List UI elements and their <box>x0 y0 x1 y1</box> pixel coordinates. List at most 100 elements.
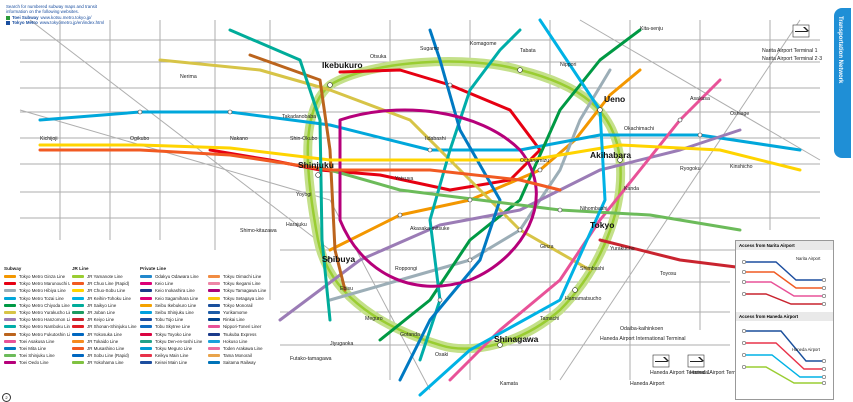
legend-item: JR Keiyo Line <box>72 316 138 323</box>
station-kichijoji[interactable]: Kichijoji <box>40 136 58 142</box>
station-sugamo[interactable]: Sugamo <box>420 46 439 52</box>
legend-item-label: Tokyu Toyoko Line <box>155 331 192 337</box>
station-odaiba[interactable]: Odaiba-kaihinkoen <box>620 326 663 332</box>
legend-item-label: Toei Oedo Line <box>19 360 49 366</box>
line-swatch-icon <box>4 339 16 343</box>
station-ryogoku[interactable]: Ryogoku <box>680 166 701 172</box>
station-yotsuya[interactable]: Yotsuya <box>395 176 413 182</box>
station-shibuya[interactable]: Shibuya <box>322 254 355 264</box>
legend-item-label: Rinkai Line <box>223 317 245 323</box>
station-roppongi[interactable]: Roppongi <box>395 266 417 272</box>
station-tokyo[interactable]: Tokyo <box>590 220 614 230</box>
legend-item-label: Tokyo Monorail <box>223 302 253 308</box>
legend-item-label: Tobu Tojo Line <box>155 317 184 323</box>
haneda-airplane-icon-2[interactable] <box>687 354 705 368</box>
station-jiyugaoka[interactable]: Jiyugaoka <box>330 341 353 347</box>
line-swatch-icon <box>4 303 16 307</box>
station-kitasenju[interactable]: Kita-senju <box>640 26 663 32</box>
legend-item: Hokuso Line <box>208 338 274 345</box>
station-tamachi[interactable]: Tamachi <box>540 316 559 322</box>
legend-item-label: Toei Shinjuku Line <box>19 353 55 359</box>
line-swatch-icon <box>72 275 84 279</box>
header-site-toei[interactable]: Toei Subway www.kotsu.metro.tokyo.jp/ <box>6 15 156 20</box>
station-meguro[interactable]: Meguro <box>365 316 383 322</box>
haneda-t2-label[interactable]: Haneda Airport Terminal 2 <box>690 370 750 376</box>
header-info: Search for numbered subway maps and tran… <box>6 4 156 26</box>
legend-item: Yurikamome <box>208 309 274 316</box>
legend-item: Tokyo Metro Chiyoda Line <box>4 302 70 309</box>
legend-item: JR Yokohama Line <box>72 359 138 366</box>
haneda-airplane-icon[interactable] <box>652 354 670 368</box>
line-swatch-icon <box>72 303 84 307</box>
station-takadanobaba[interactable]: Takadanobaba <box>282 114 316 120</box>
station-ginza[interactable]: Ginza <box>540 244 554 250</box>
line-swatch-icon <box>208 361 220 365</box>
line-swatch-icon <box>140 318 152 322</box>
narita-airport-label-2[interactable]: Narita Airport Terminal 2·3 <box>762 56 822 62</box>
station-haneda[interactable]: Haneda Airport <box>630 381 665 387</box>
station-osaki[interactable]: Osaki <box>435 352 448 358</box>
station-iidabashi[interactable]: Iidabashi <box>425 136 446 142</box>
narita-airport-label[interactable]: Narita Airport Terminal 1 <box>762 48 818 54</box>
station-toyosu[interactable]: Toyosu <box>660 271 677 277</box>
legend-item: Tokyo Metro Tozai Line <box>4 295 70 302</box>
station-kinshicho[interactable]: Kinshicho <box>730 164 753 170</box>
line-swatch-icon <box>208 339 220 343</box>
station-ebisu[interactable]: Ebisu <box>340 286 353 292</box>
oedo-line <box>338 108 538 288</box>
line-swatch-icon <box>140 346 152 350</box>
airport-icons <box>652 24 810 368</box>
station-otsuka[interactable]: Otsuka <box>370 54 387 60</box>
station-futakotamagawa[interactable]: Futako-tamagawa <box>290 356 332 362</box>
station-tabata[interactable]: Tabata <box>520 48 536 54</box>
legend-item: Seibu Ikebukuro Line <box>140 302 206 309</box>
station-shimbashi[interactable]: Shimbashi <box>580 266 604 272</box>
station-ochanomizu[interactable]: Ochanomizu <box>520 158 549 164</box>
station-gotanda[interactable]: Gotanda <box>400 332 420 338</box>
station-nihombashi[interactable]: Nihombashi <box>580 206 607 212</box>
legend-item-label: Tokyo Metro Hibiya Line <box>19 288 66 294</box>
station-nerima[interactable]: Nerima <box>180 74 197 80</box>
station-kamata[interactable]: Kamata <box>500 381 518 387</box>
station-yurakucho[interactable]: Yurakucho <box>610 246 635 252</box>
station-ikebukuro[interactable]: Ikebukuro <box>322 60 363 70</box>
haneda-intl-label[interactable]: Haneda Airport International Terminal <box>600 336 686 342</box>
legend-item-label: JR Musashino Line <box>87 345 125 351</box>
legend-item-label: JR Joban Line <box>87 310 116 316</box>
station-akasakamitsuke[interactable]: Akasaka-mitsuke <box>410 226 450 232</box>
narita-access-title: Access from Narita Airport <box>736 241 833 250</box>
station-hamamatsucho[interactable]: Hamamatsucho <box>565 296 601 302</box>
line-swatch-icon <box>4 361 16 365</box>
station-kanda[interactable]: Kanda <box>624 186 639 192</box>
narita-airport-inset-label: Narita Airport <box>796 256 821 261</box>
mita-line <box>398 28 502 382</box>
station-komagome[interactable]: Komagome <box>470 41 497 47</box>
legend-item-label: JR Chuo Line (Rapid) <box>87 281 130 287</box>
legend-item: JR Keihin-Tohoku Line <box>72 295 138 302</box>
line-swatch-icon <box>140 325 152 329</box>
station-shinjuku[interactable]: Shinjuku <box>298 160 334 170</box>
legend-item: Tokyu Meguro Line <box>140 345 206 352</box>
station-okachimachi[interactable]: Okachimachi <box>624 126 654 132</box>
station-oshiage[interactable]: Oshiage <box>730 111 749 117</box>
haneda-t1-label[interactable]: Haneda Airport Terminal 1 <box>650 370 710 376</box>
station-nakano[interactable]: Nakano <box>230 136 248 142</box>
legend-item-label: Tokyo Metro Chiyoda Line <box>19 302 70 308</box>
station-akihabara[interactable]: Akihabara <box>590 150 631 160</box>
transportation-network-tab[interactable]: Transportation Network <box>834 8 851 158</box>
header-site-metro[interactable]: Tokyo Metro www.tokyometro.jp/en/index.h… <box>6 20 156 25</box>
station-ogikubo[interactable]: Ogikubo <box>130 136 149 142</box>
station-yoyogi[interactable]: Yoyogi <box>296 192 311 198</box>
station-nippori[interactable]: Nippori <box>560 62 576 68</box>
station-shimokitazawa[interactable]: Shimo-kitazawa <box>240 228 277 234</box>
yamanote-line-inner <box>306 60 622 350</box>
station-asakusa[interactable]: Asakusa <box>690 96 710 102</box>
narita-airplane-icon[interactable] <box>792 24 810 38</box>
station-harajuku[interactable]: Harajuku <box>286 222 307 228</box>
station-shinagawa[interactable]: Shinagawa <box>494 334 539 344</box>
legend-item-label: JR Shonan-Shinjuku Line <box>87 324 137 330</box>
station-shinokubo[interactable]: Shin-Okubo <box>290 136 318 142</box>
station-ueno[interactable]: Ueno <box>604 94 625 104</box>
